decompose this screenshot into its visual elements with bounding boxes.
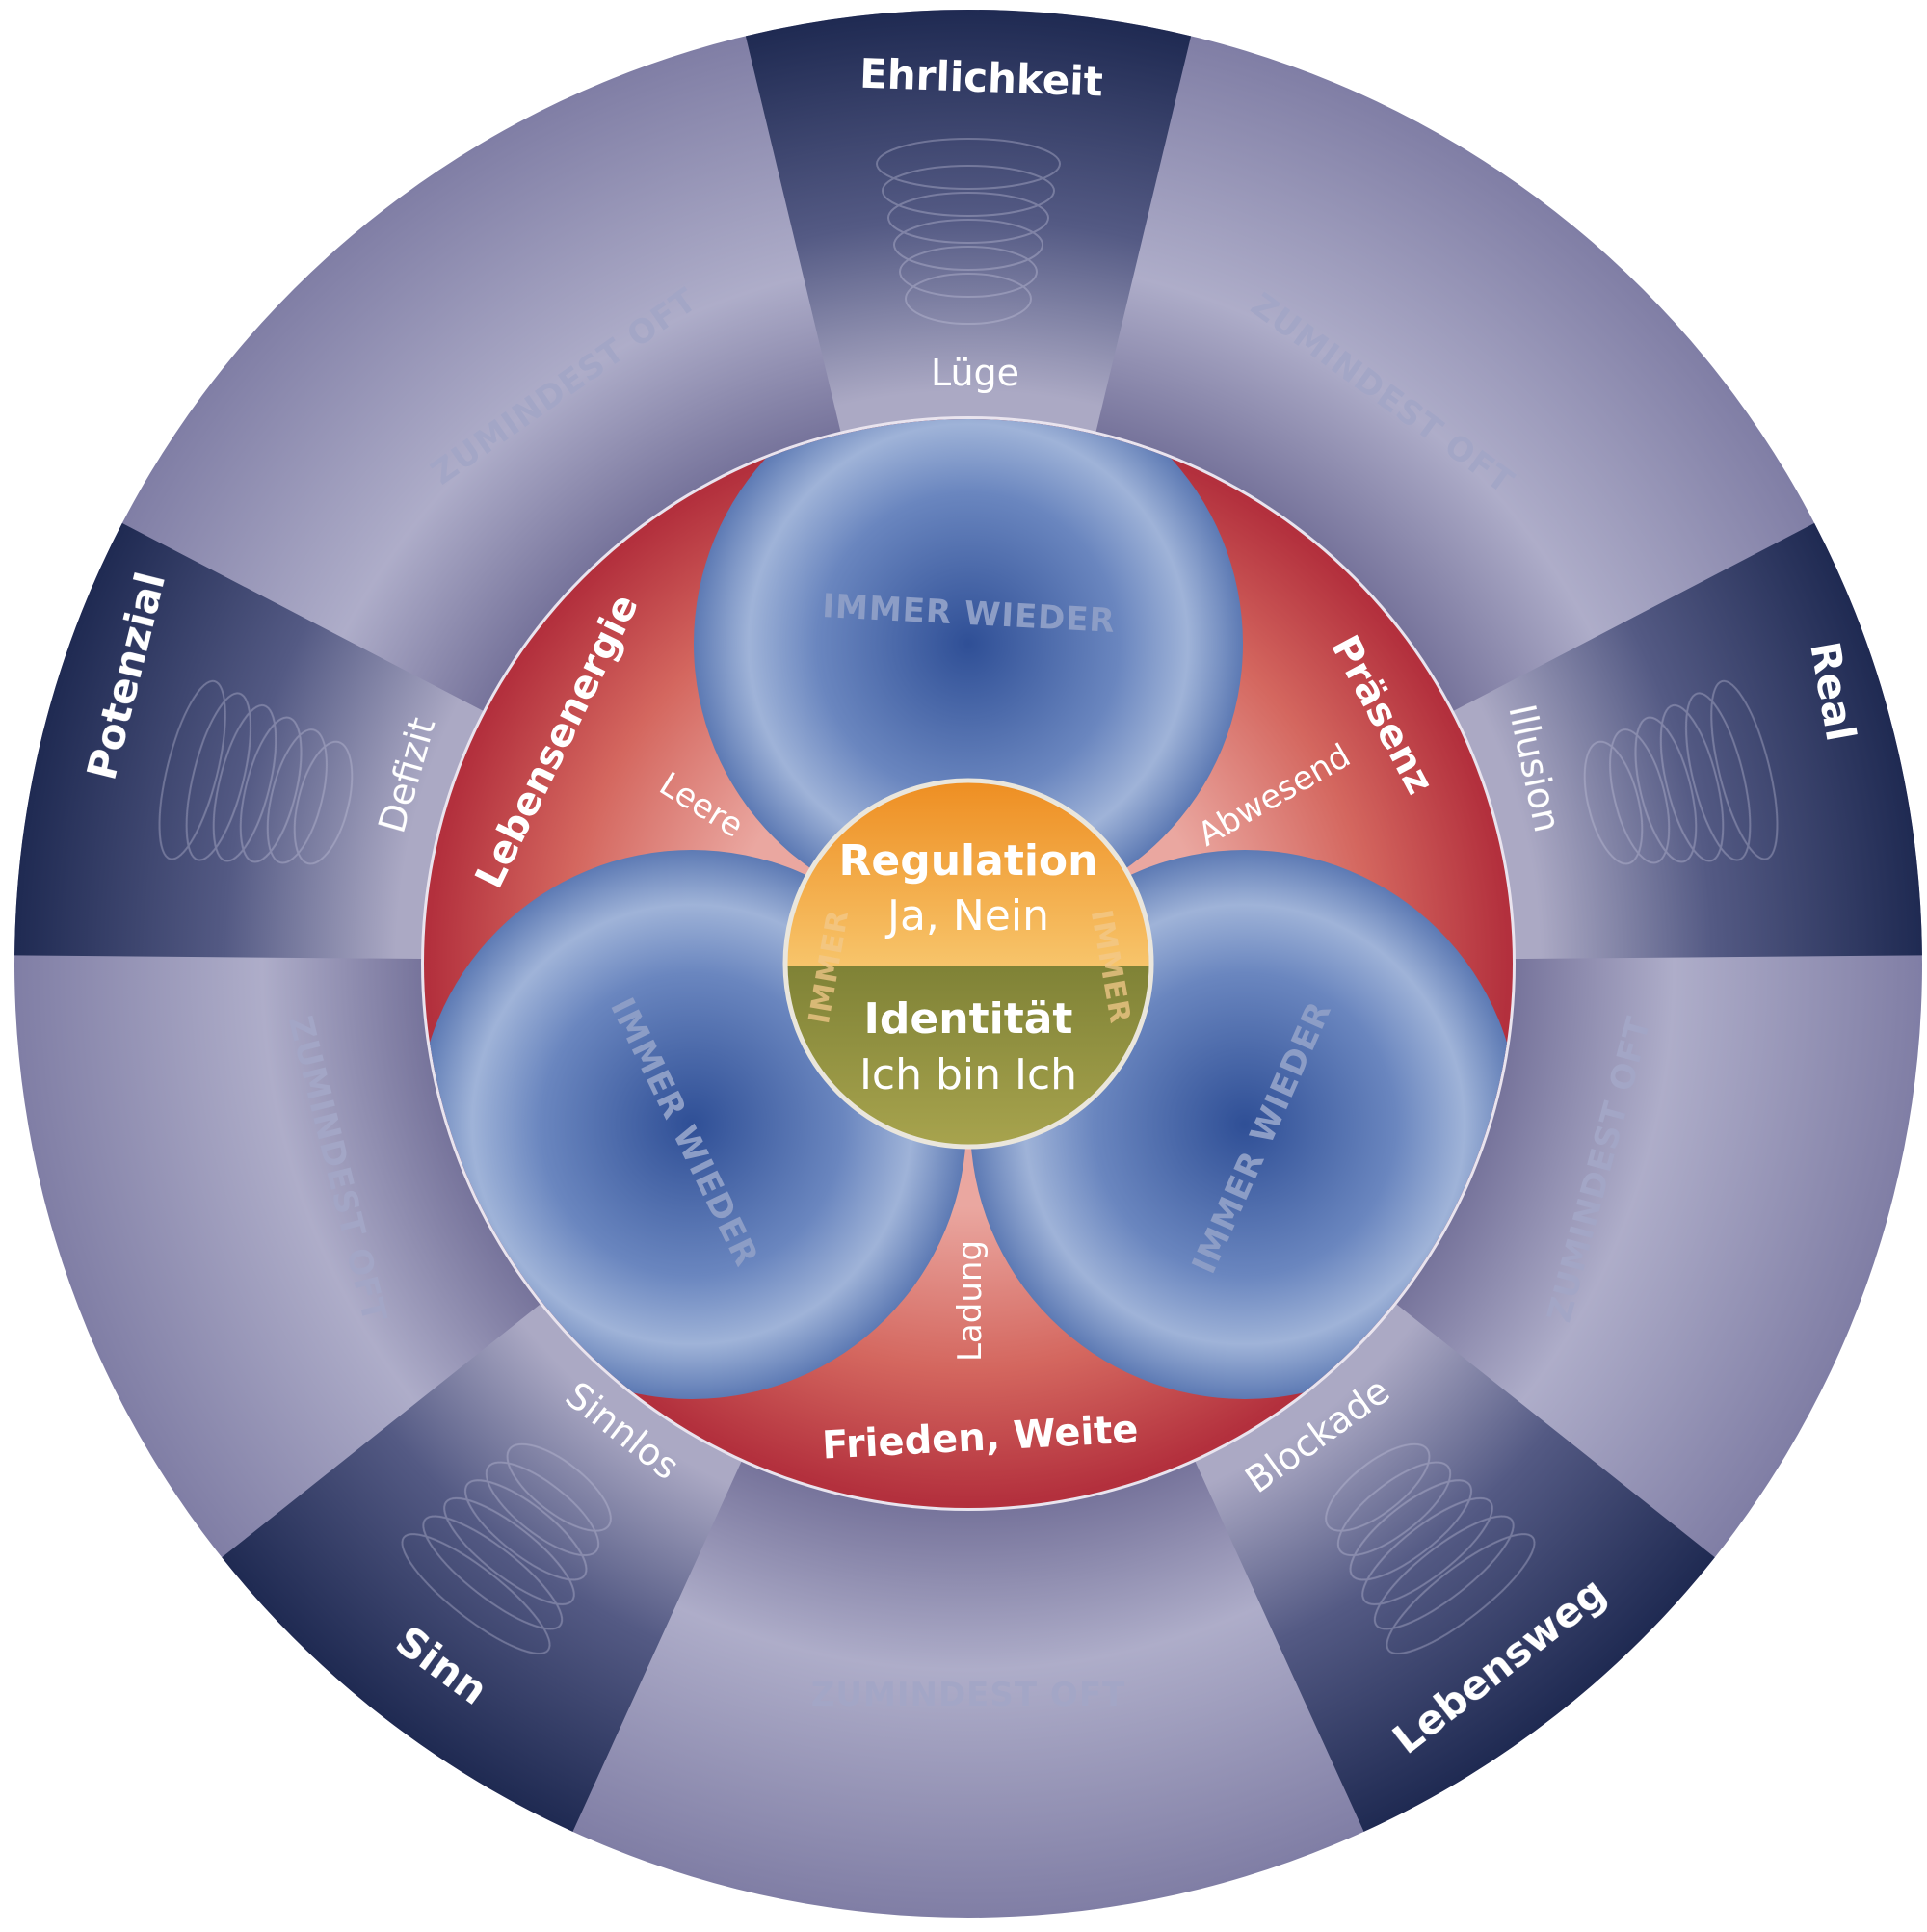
coil-loop (1710, 679, 1779, 860)
coil-real (1583, 679, 1779, 865)
coil-loop (1373, 1515, 1515, 1630)
coil-loop (401, 1533, 551, 1655)
dark-sector-ehrlichkeit (745, 9, 1192, 701)
coil-loop (1325, 1442, 1431, 1532)
sector-title-ehrlichkeit: Ehrlichkeit (858, 50, 1103, 106)
coil-loop (1361, 1496, 1493, 1605)
band-label: ZUMINDEST OFT (811, 1676, 1126, 1714)
center-outline (782, 778, 1154, 1150)
coil-loop (212, 703, 277, 862)
coil-loop (185, 692, 251, 861)
coil-sinn (401, 1442, 612, 1655)
coil-loop (882, 165, 1055, 217)
sector-sub-luege: Lüge (931, 352, 1019, 394)
coil-loop (893, 219, 1043, 271)
segment-sub-ladung: Ladung (951, 1240, 990, 1362)
coil-loop (1349, 1479, 1473, 1581)
coil-loop (905, 273, 1032, 325)
lobe-top (694, 419, 1243, 918)
coil-loop (293, 740, 354, 865)
coil-loop (158, 679, 226, 860)
center-top-title: Regulation (839, 836, 1098, 886)
coil-loop (443, 1496, 575, 1605)
coil-ehrlichkeit (876, 138, 1061, 325)
coil-loop (485, 1461, 600, 1557)
coil-loop (899, 246, 1038, 298)
coil-loop (876, 138, 1061, 190)
coil-loop (1386, 1533, 1536, 1655)
coil-loop (1659, 703, 1725, 862)
coil-loop (1685, 692, 1752, 861)
coil-loop (1336, 1461, 1452, 1557)
coil-loop (422, 1515, 564, 1630)
center-bottom-title: Identität (864, 994, 1073, 1044)
center-top-sub: Ja, Nein (884, 891, 1049, 940)
coil-decorations (158, 138, 1779, 1655)
coil-lebensweg (1325, 1442, 1536, 1655)
coil-loop (1634, 716, 1698, 863)
coil-potenzial (158, 679, 354, 865)
coil-loop (266, 728, 328, 864)
center-bottom-sub: Ich bin Ich (859, 1050, 1077, 1099)
coil-loop (463, 1479, 588, 1581)
coil-loop (1583, 740, 1644, 865)
coil-loop (239, 716, 303, 863)
coil-loop (506, 1442, 612, 1532)
coil-loop (887, 192, 1049, 244)
coil-loop (1609, 728, 1671, 864)
